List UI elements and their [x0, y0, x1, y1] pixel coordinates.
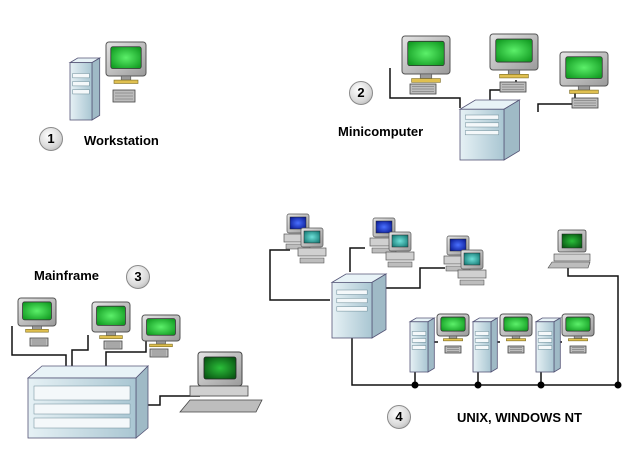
unix-tower-1 [408, 317, 436, 373]
minicomputer-keyboard-3 [571, 97, 599, 109]
unix-client-3b [457, 249, 487, 286]
cable-main-3 [105, 340, 147, 368]
mainframe-cabinet [26, 365, 149, 439]
unix-tower-3 [534, 317, 562, 373]
badge-minicomputer: 2 [349, 81, 373, 105]
label-mainframe: Mainframe [34, 268, 100, 283]
label-unix: UNIX, WINDOWS NT [457, 410, 582, 425]
unix-client-2b [385, 231, 415, 268]
minicomputer-keyboard-2 [499, 81, 527, 93]
badge-unix: 4 [387, 405, 411, 429]
minicomputer-terminal-3 [559, 51, 609, 94]
unix-workstation-monitor-3 [561, 313, 595, 342]
unix-workstation-keyboard-3 [569, 345, 587, 354]
bus-taps [411, 381, 622, 389]
mainframe-keyboard-3 [149, 348, 169, 358]
cable-unix-2 [349, 247, 365, 272]
bus-tap [537, 381, 545, 389]
bus-tap [474, 381, 482, 389]
unix-workstation-monitor-1 [436, 313, 470, 342]
cable-unix-1 [269, 249, 330, 301]
unix-client-1b [297, 227, 327, 264]
badge-workstation: 1 [39, 127, 63, 151]
mainframe-terminal-2 [91, 301, 131, 339]
cable-mini-3 [537, 90, 576, 112]
bus-tap [411, 381, 419, 389]
minicomputer-cabinet [458, 99, 521, 161]
unix-workstation-keyboard-1 [444, 345, 462, 354]
unix-tower-2 [471, 317, 499, 373]
badge-mainframe: 3 [126, 265, 150, 289]
mainframe-terminal-3 [141, 314, 181, 348]
unix-workstation-keyboard-2 [507, 345, 525, 354]
minicomputer-keyboard-1 [409, 83, 437, 95]
mainframe-terminal-1 [17, 297, 57, 333]
cable-main-1 [11, 326, 67, 368]
unix-workstation-monitor-2 [499, 313, 533, 342]
minicomputer-terminal-2 [489, 33, 539, 79]
cable-main-2 [71, 335, 89, 368]
cable-unix-3 [384, 267, 445, 289]
label-minicomputer: Minicomputer [338, 124, 424, 139]
workstation-monitor [105, 41, 147, 84]
unix-terminal [547, 229, 591, 269]
bus-line [351, 262, 619, 386]
label-workstation: Workstation [84, 133, 159, 148]
unix-client-1a [283, 213, 313, 250]
workstation-tower [68, 57, 102, 121]
minicomputer-terminal-1 [401, 35, 451, 83]
mainframe-keyboard-1 [29, 337, 49, 347]
bus-tap [614, 381, 622, 389]
cable-mini-1 [389, 68, 461, 108]
unix-server [330, 273, 388, 339]
mainframe-keyboard-2 [103, 340, 123, 350]
mainframe-console [179, 351, 263, 413]
workstation-keyboard [112, 89, 136, 103]
